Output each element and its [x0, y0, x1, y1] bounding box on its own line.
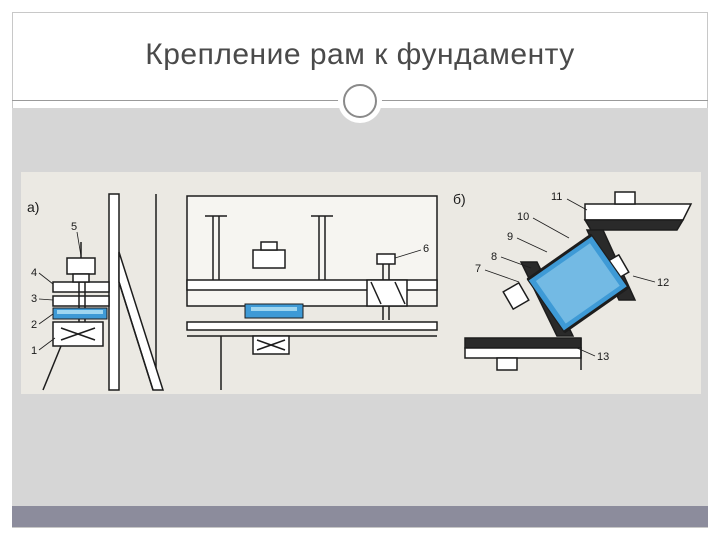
callout-1: 1 [31, 345, 37, 357]
elastic-block-b [526, 233, 629, 334]
callout-10: 10 [517, 211, 529, 223]
callout-4: 4 [31, 267, 37, 279]
callout-3: 3 [31, 293, 37, 305]
callout-13: 13 [597, 351, 609, 363]
callout-9: 9 [507, 231, 513, 243]
slide-title: Крепление рам к фундаменту [145, 38, 575, 71]
panel-a-middle-section [186, 195, 438, 390]
panel-b-label: б) [453, 191, 466, 207]
callout-6: 6 [423, 243, 429, 255]
callout-7: 7 [475, 263, 481, 275]
callout-6-group: 6 [394, 243, 429, 259]
callout-2: 2 [31, 319, 37, 331]
footer-band [12, 506, 708, 527]
panel-a-label: а) [27, 199, 39, 215]
elastic-pad-highlight [251, 307, 297, 311]
callout-12: 12 [657, 277, 669, 289]
callouts-b: 11 10 9 8 7 12 13 [475, 191, 669, 363]
callouts-a: 5 4 3 2 1 [31, 221, 82, 357]
foundation-mounting-drawing: а) 5 4 3 2 1 [21, 172, 701, 394]
callout-8: 8 [491, 251, 497, 263]
callout-5: 5 [71, 221, 77, 233]
ring-ornament-icon [338, 79, 382, 123]
elastic-pad-highlight [57, 310, 103, 314]
callout-11: 11 [551, 191, 562, 203]
